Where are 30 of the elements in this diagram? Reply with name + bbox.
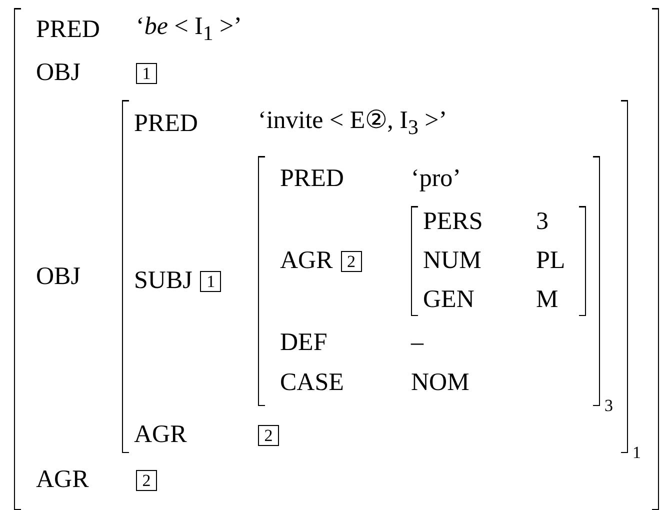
feature-name: SUBJ xyxy=(134,268,192,294)
feature-name: CASE xyxy=(280,370,344,396)
matrix-index: 1 xyxy=(632,444,641,462)
feature-value: ‘be < I$_{1}$ >’ xyxy=(136,14,242,46)
coindex-tag: 2 xyxy=(136,470,157,490)
feature-name: OBJ xyxy=(36,264,80,290)
attribute-value-matrix xyxy=(14,8,659,510)
feature-name: AGR xyxy=(36,467,89,493)
feature-name: PRED xyxy=(134,111,198,137)
matrix-index: 3 xyxy=(604,397,613,415)
coindex-tag: 1 xyxy=(200,270,222,292)
coindex-tag: 2 xyxy=(340,250,362,272)
feature-name: PERS xyxy=(423,209,483,235)
feature-name: GEN xyxy=(423,287,474,313)
feature-value: NOM xyxy=(411,370,470,396)
feature-value: M xyxy=(536,287,558,313)
feature-name: AGR xyxy=(280,248,333,274)
feature-name: PRED xyxy=(280,166,344,192)
feature-value: ‘pro’ xyxy=(411,166,461,192)
coindex-tag: 1 xyxy=(136,62,157,84)
feature-name: DEF xyxy=(280,330,328,356)
coindex-tag: 2 xyxy=(258,424,279,446)
feature-value: ‘invite < E②, I$_{3}$ >’ xyxy=(258,108,448,140)
feature-name: AGR xyxy=(134,422,187,448)
feature-name: PRED xyxy=(36,17,100,43)
feature-name: OBJ xyxy=(36,60,80,86)
feature-value: – xyxy=(411,330,424,356)
feature-value: 3 xyxy=(536,209,548,235)
feature-value: PL xyxy=(536,248,566,274)
feature-name: NUM xyxy=(423,248,482,274)
